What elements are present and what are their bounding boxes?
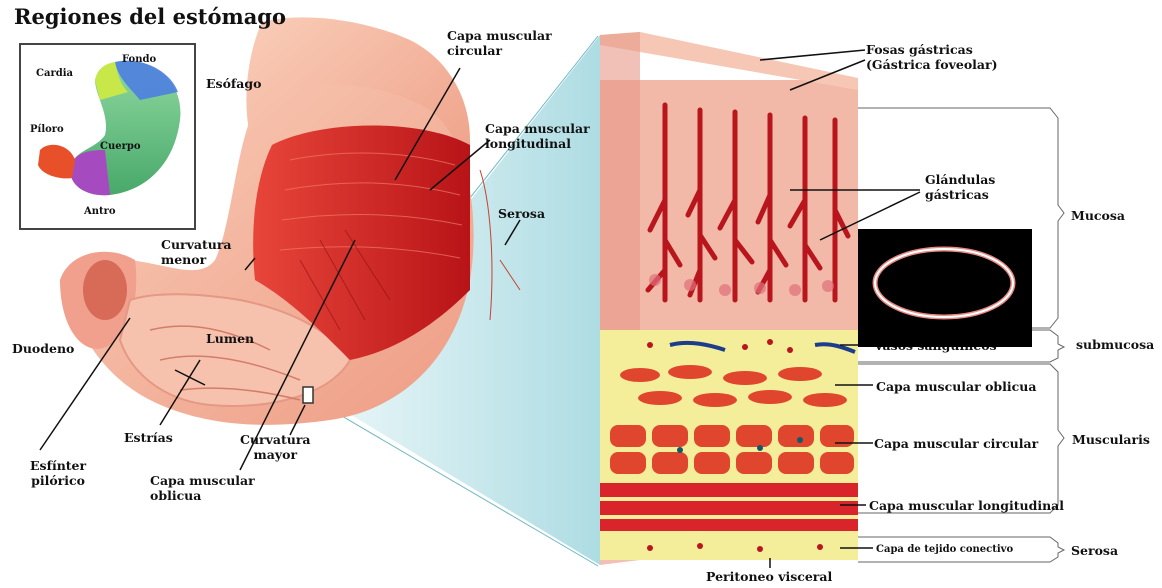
inset-label-cardia: Cardia: [36, 68, 73, 79]
layer-label-mucosa: Mucosa: [1071, 208, 1125, 223]
label-esofago: Esófago: [206, 76, 261, 91]
tissue-block: [600, 32, 858, 565]
label-serosa-stomach: Serosa: [498, 206, 545, 221]
layer-label-serosa: Serosa: [1071, 543, 1118, 558]
layer-label-muscularis: Muscularis: [1072, 432, 1150, 447]
label-duodeno: Duodeno: [12, 341, 74, 356]
red-ellipse-marker: [858, 229, 1032, 347]
label-capa-longitudinal-wall: Capa muscular longitudinal: [869, 498, 1064, 513]
zoom-marker: [303, 387, 313, 403]
inset-label-fondo: Fondo: [122, 54, 156, 65]
label-lumen: Lumen: [206, 331, 254, 346]
label-fosas-gastricas: Fosas gástricas(Gástrica foveolar): [866, 42, 998, 72]
redaction-box: [858, 229, 1032, 347]
diagram-title: Regiones del estómago: [14, 4, 286, 29]
label-capa-circular-wall: Capa muscular circular: [874, 436, 1038, 451]
inset-label-piloro: Píloro: [30, 124, 64, 135]
inset-label-antro: Antro: [84, 206, 116, 217]
duodenum-opening: [83, 260, 127, 320]
label-estrias: Estrías: [124, 430, 173, 445]
layer-label-submucosa: submucosa: [1076, 337, 1154, 352]
longitudinal-bands: [600, 483, 858, 531]
label-peritoneo-visceral: Peritoneo visceral: [706, 569, 832, 584]
inset-label-cuerpo: Cuerpo: [100, 141, 141, 152]
label-capa-oblicua-wall: Capa muscular oblicua: [876, 379, 1036, 394]
label-tejido-conectivo: Capa de tejido conectivo: [876, 542, 1013, 557]
